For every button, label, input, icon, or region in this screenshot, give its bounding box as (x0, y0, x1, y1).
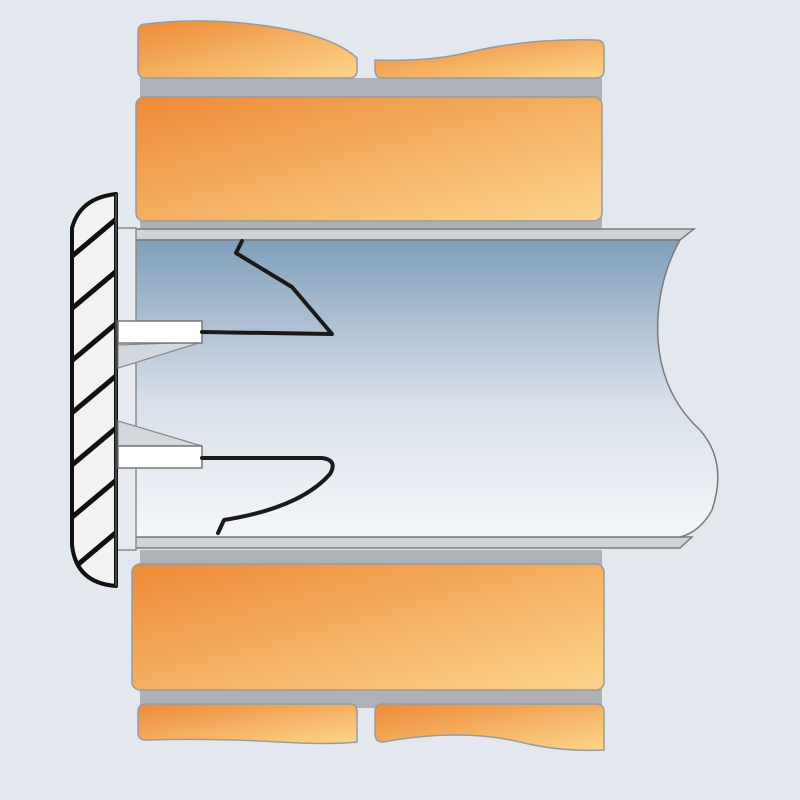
pipe-wall-top (133, 228, 697, 241)
wall-vent-pipe (133, 239, 719, 538)
clip-post-lower (117, 445, 203, 469)
mortar-joint-bottom (140, 688, 602, 708)
brick-course-bottom-left (137, 703, 358, 745)
spring-clip-upper (200, 239, 334, 336)
mortar-joint-lower-pipe (140, 550, 602, 566)
grille-backplate (115, 227, 137, 551)
clip-post-upper (117, 320, 203, 344)
brick-course-top-right (374, 39, 605, 79)
brick-course-top-left (137, 20, 358, 79)
brick-course-bottom-right (374, 703, 605, 752)
brick-course-lower (131, 563, 605, 691)
spring-clip-lower (200, 456, 335, 535)
mortar-joint-top (140, 78, 602, 100)
brick-course-upper (135, 96, 603, 222)
pipe-wall-bottom (133, 536, 694, 549)
louvre-grille-cover (70, 192, 118, 588)
